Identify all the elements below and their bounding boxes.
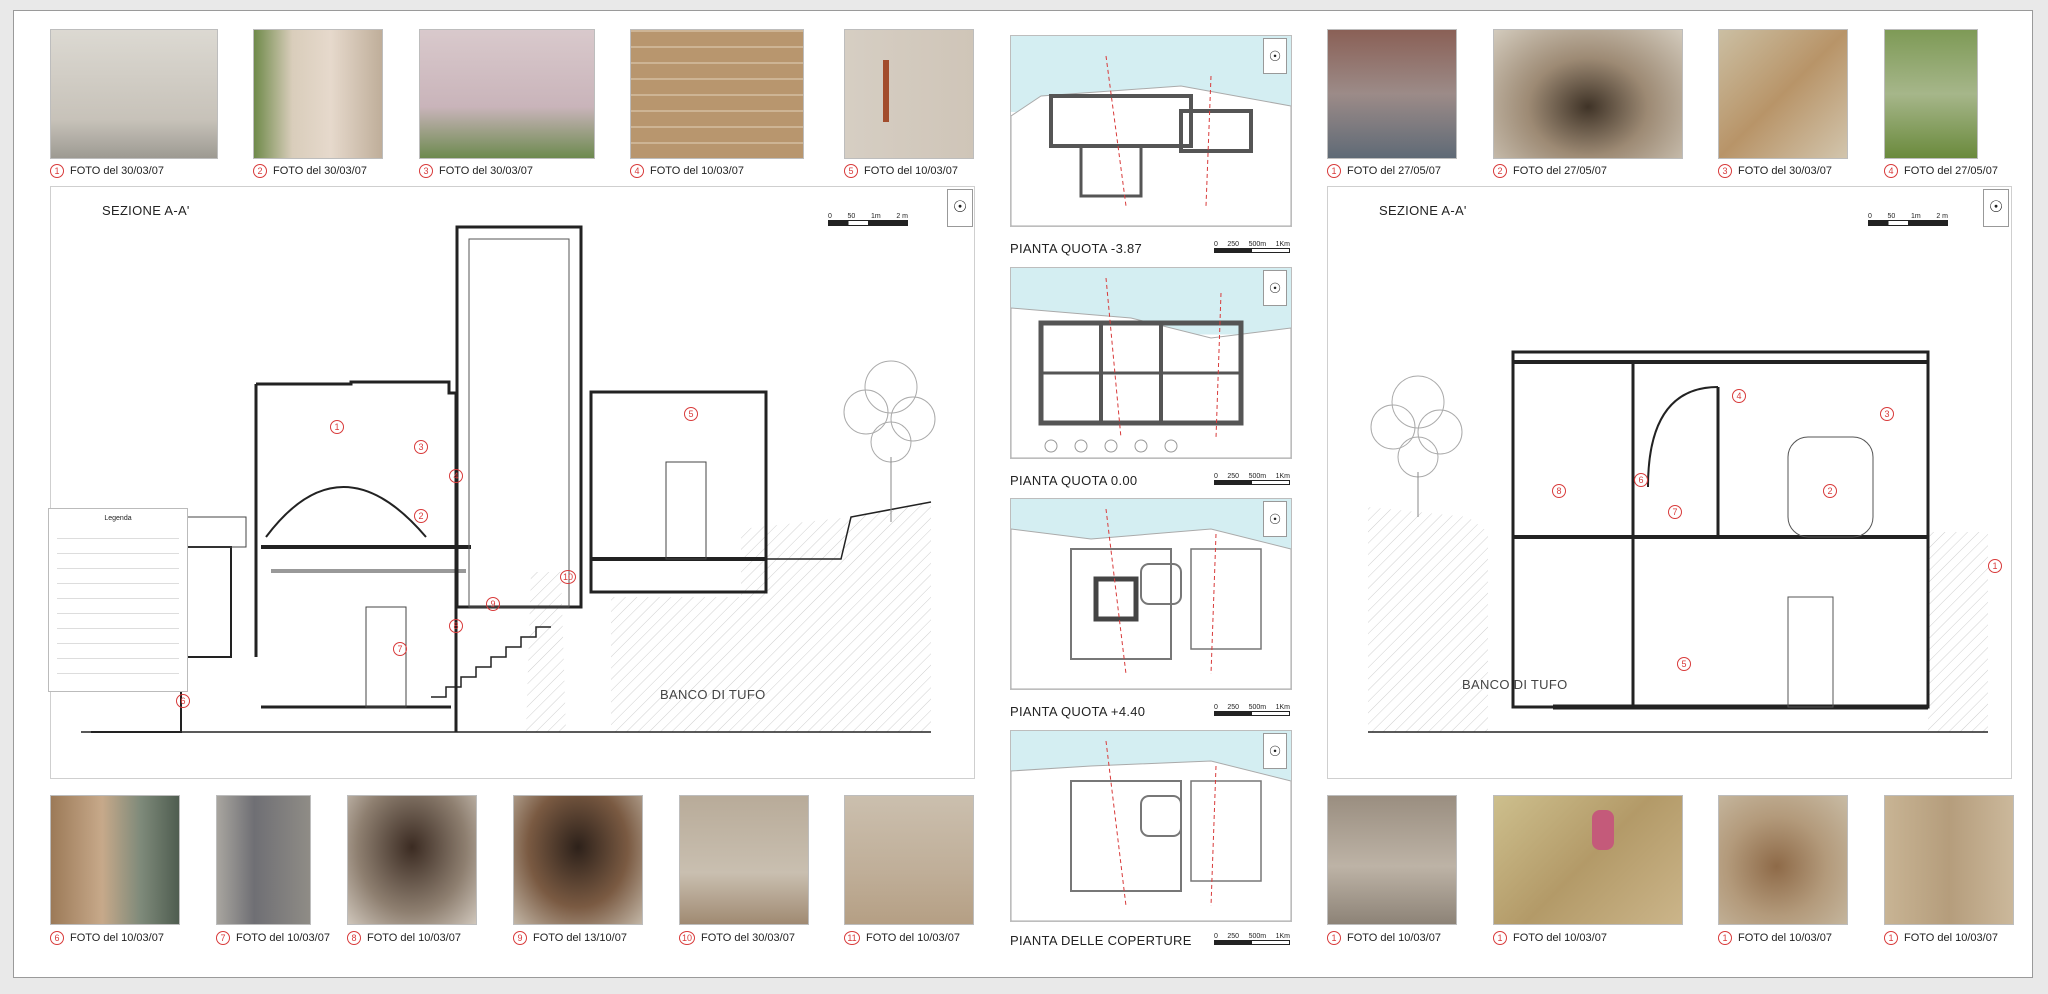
photo-4 [630, 29, 804, 159]
section-left-drawing [81, 225, 936, 733]
section-left-marker-8: 8 [449, 619, 463, 633]
section-right-marker-8: 8 [1552, 484, 1566, 498]
section-right-marker-2: 2 [1823, 484, 1837, 498]
section-left-marker-3: 3 [414, 440, 428, 454]
photo-r4 [1884, 29, 1978, 159]
plan-quota-440: ☉ [1010, 498, 1292, 690]
photo-10 [679, 795, 809, 925]
section-right-marker-3: 3 [1880, 407, 1894, 421]
photo-r7 [1718, 795, 1848, 925]
photo-5-brick-cut [883, 60, 889, 122]
photo-7 [216, 795, 311, 925]
plan-1-drawing [1011, 55, 1291, 226]
photo-9 [513, 795, 643, 925]
photo-r1 [1327, 29, 1457, 159]
section-left-marker-4: 4 [449, 469, 463, 483]
section-right-marker-7: 7 [1668, 505, 1682, 519]
section-left-marker-7: 7 [393, 642, 407, 656]
plan-2-drawing [1011, 277, 1291, 458]
plan-4-drawing [1011, 740, 1291, 921]
section-left-marker-9: 9 [486, 597, 500, 611]
section-left-ground-label: BANCO DI TUFO [660, 687, 766, 702]
tree-right [1370, 375, 1463, 517]
north-arrow-plan-4: ☉ [1263, 733, 1287, 769]
section-right-ground-label: BANCO DI TUFO [1462, 677, 1568, 692]
photo-3 [419, 29, 595, 159]
photo-r2 [1493, 29, 1683, 159]
north-arrow-plan-1: ☉ [1263, 38, 1287, 74]
section-left-marker-6: 6 [176, 694, 190, 708]
section-right-marker-5: 5 [1677, 657, 1691, 671]
photo-r5 [1327, 795, 1457, 925]
section-left-marker-10: 10 [560, 570, 576, 584]
section-right-marker-4: 4 [1732, 389, 1746, 403]
north-arrow-right: ☉ [1983, 189, 2009, 227]
plan-coperture: ☉ [1010, 730, 1292, 922]
photo-6 [50, 795, 180, 925]
plan-quota-000: ☉ [1010, 267, 1292, 459]
section-right-marker-6: 6 [1634, 473, 1648, 487]
photo-11 [844, 795, 974, 925]
photo-5 [844, 29, 974, 159]
north-arrow-plan-3: ☉ [1263, 501, 1287, 537]
legend-box: Legenda [48, 508, 188, 692]
section-right-title: SEZIONE A-A' [1379, 203, 1467, 218]
photo-r3 [1718, 29, 1848, 159]
plan-label-4: PIANTA DELLE COPERTURE [1010, 933, 1192, 948]
photo-r6 [1493, 795, 1683, 925]
plan-quota-neg387: ☉ [1010, 35, 1292, 227]
legend-rows [57, 528, 179, 674]
tree-left [843, 360, 936, 522]
section-right-drawing [1368, 350, 1988, 733]
section-left-title: SEZIONE A-A' [102, 203, 190, 218]
photo-8 [347, 795, 477, 925]
plan-label-2: PIANTA QUOTA 0.00 [1010, 473, 1138, 488]
photo-r6-person [1592, 810, 1614, 850]
photo-r8 [1884, 795, 2014, 925]
legend-title: Legenda [104, 515, 132, 522]
section-right-marker-1: 1 [1988, 559, 2002, 573]
photo-1 [50, 29, 218, 159]
section-left-marker-2: 2 [414, 509, 428, 523]
photo-2 [253, 29, 383, 159]
plan-label-3: PIANTA QUOTA +4.40 [1010, 704, 1146, 719]
plan-label-1: PIANTA QUOTA -3.87 [1010, 241, 1143, 256]
north-arrow-left: ☉ [947, 189, 973, 227]
plan-3-drawing [1011, 508, 1291, 689]
section-left-marker-5: 5 [684, 407, 698, 421]
section-left-marker-1: 1 [330, 420, 344, 434]
north-arrow-plan-2: ☉ [1263, 270, 1287, 306]
